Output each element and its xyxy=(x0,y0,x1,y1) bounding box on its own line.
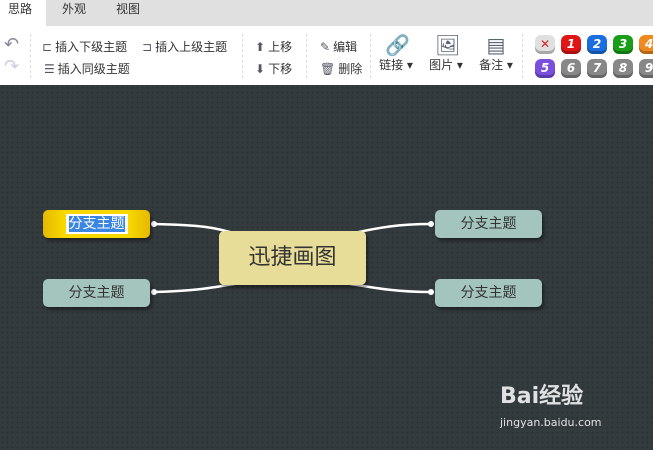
tab-appearance[interactable]: 外观 xyxy=(62,2,87,16)
watermark-logo: Bai经验 xyxy=(500,384,584,409)
insert-sibling-button[interactable]: ☰插入同级主题 xyxy=(44,61,130,77)
connectors xyxy=(151,221,434,295)
watermark-url: jingyan.baidu.com xyxy=(500,416,602,429)
priority-5-button[interactable]: 5 xyxy=(535,59,555,78)
branch-topic-selected[interactable]: 分支主题 xyxy=(43,210,150,238)
image-button[interactable]: 🖼图片 ▾ xyxy=(429,33,463,72)
arrow-down-icon: ⬇ xyxy=(255,61,266,76)
priority-9-button[interactable]: 9 xyxy=(639,59,653,78)
watermark: Bai经验 jingyan.baidu.com xyxy=(500,378,602,429)
mindmap-canvas[interactable]: 迅捷画图 分支主题 分支主题 分支主题 分支主题 xyxy=(0,85,653,450)
priority-3-button[interactable]: 3 xyxy=(613,35,633,54)
tab-view[interactable]: 视图 xyxy=(116,2,141,16)
branch-topic-edit-text[interactable]: 分支主题 xyxy=(68,216,125,232)
branch-topic[interactable]: 分支主题 xyxy=(435,210,542,238)
priority-4-button[interactable]: 4 xyxy=(639,35,653,54)
insert-parent-icon: ⊐ xyxy=(142,39,153,54)
tab-bar: 思路 外观 视图 xyxy=(0,0,653,26)
note-icon: ▤ xyxy=(486,33,506,57)
move-down-button[interactable]: ⬇下移 xyxy=(255,61,293,77)
image-icon: 🖼 xyxy=(435,33,461,57)
insert-parent-button[interactable]: ⊐插入上级主题 xyxy=(142,39,228,55)
tab-thinking[interactable]: 思路 xyxy=(0,0,46,26)
insert-child-icon: ⊏ xyxy=(42,39,53,54)
edit-icon: ✎ xyxy=(320,39,331,54)
arrow-up-icon: ⬆ xyxy=(255,39,266,54)
priority-2-button[interactable]: 2 xyxy=(587,35,607,54)
redo-icon[interactable]: ↷ xyxy=(4,56,20,77)
delete-button[interactable]: 🗑删除 xyxy=(320,61,363,77)
priority-1-button[interactable]: 1 xyxy=(561,35,581,54)
note-button[interactable]: ▤备注 ▾ xyxy=(479,33,513,72)
insert-sibling-icon: ☰ xyxy=(44,61,55,76)
root-topic[interactable]: 迅捷画图 xyxy=(219,231,366,285)
priority-clear-button[interactable]: ✕ xyxy=(535,35,555,54)
branch-topic[interactable]: 分支主题 xyxy=(435,279,542,307)
priority-6-button[interactable]: 6 xyxy=(561,59,581,78)
branch-topic[interactable]: 分支主题 xyxy=(43,279,150,307)
undo-icon[interactable]: ↶ xyxy=(4,34,20,55)
link-button[interactable]: 🔗链接 ▾ xyxy=(379,33,413,72)
trash-icon: 🗑 xyxy=(320,61,336,76)
link-icon: 🔗 xyxy=(385,33,410,57)
toolbar: ↶ ↷ ⊏插入下级主题 ⊐插入上级主题 ☰插入同级主题 ⬆上移 ⬇下移 ✎编辑 … xyxy=(0,26,653,85)
priority-7-button[interactable]: 7 xyxy=(587,59,607,78)
insert-child-button[interactable]: ⊏插入下级主题 xyxy=(42,39,128,55)
edit-button[interactable]: ✎编辑 xyxy=(320,39,358,55)
move-up-button[interactable]: ⬆上移 xyxy=(255,39,293,55)
priority-8-button[interactable]: 8 xyxy=(613,59,633,78)
